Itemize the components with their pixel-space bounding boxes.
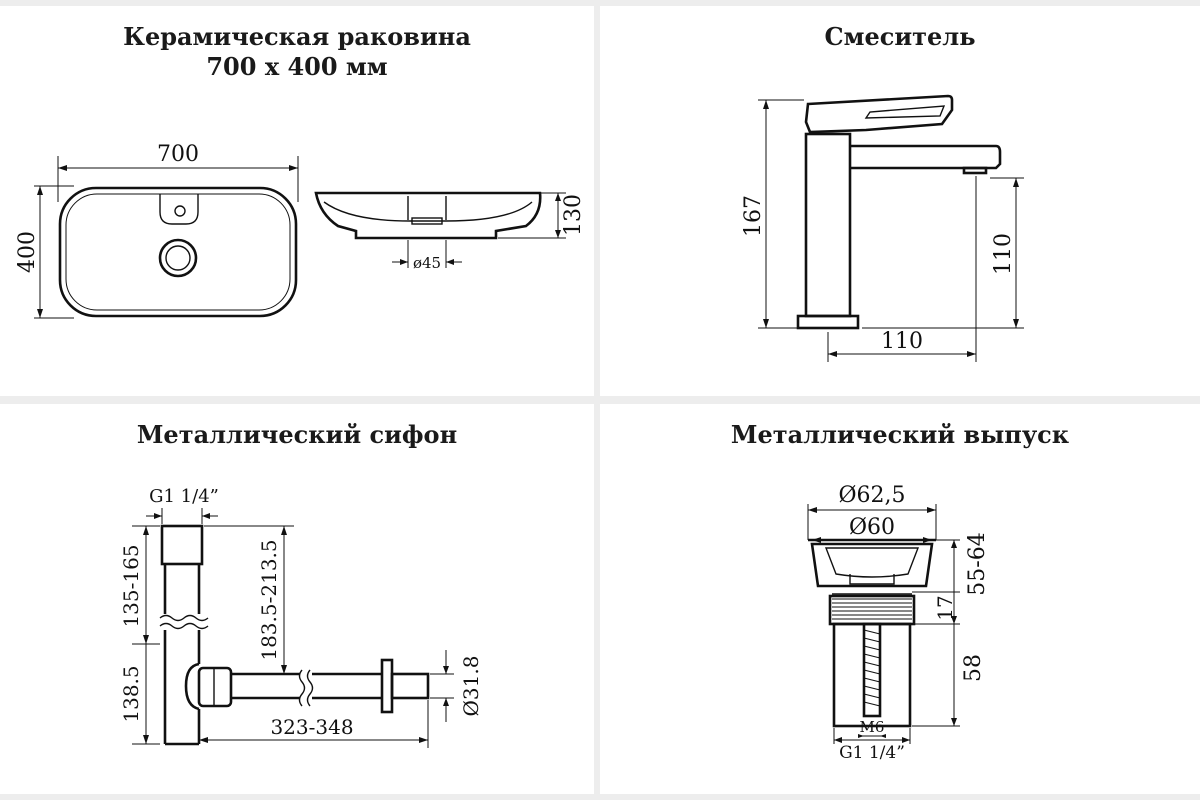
sink-height-label: 400 [15, 231, 40, 273]
siphon-length-dimension: 323-348 [199, 700, 429, 748]
drain-body [808, 538, 936, 728]
drain-top-dimension: 17 [912, 591, 960, 625]
mixer-panel: Смеситель 167 [600, 6, 1200, 396]
siphon-upper-dimension: 135-165 [119, 525, 160, 645]
drain-panel: Металлический выпуск Ø62,5 Ø60 [600, 404, 1200, 794]
sink-side-view [314, 191, 542, 240]
drain-inner-label: Ø60 [849, 515, 895, 540]
mixer-body [796, 94, 1002, 330]
sink-depth-label: 130 [561, 194, 586, 236]
sink-width-dimension: 700 [57, 142, 299, 202]
siphon-panel: Металлический сифон G1 1/4” [0, 404, 594, 794]
siphon-vertical-dimension: 183.5-213.5 [204, 525, 294, 674]
drain-bottom-label: 58 [961, 654, 986, 682]
drain-thread-label: G1 1/4” [839, 743, 905, 763]
sink-top-view [58, 186, 298, 318]
siphon-pipe-dimension: Ø31.8 [430, 650, 483, 722]
siphon-vertical-pipe [159, 524, 209, 746]
mixer-reach-dimension: 110 [827, 176, 977, 362]
drain-range-dimension: 55-64 [936, 532, 990, 624]
mixer-spout-height-label: 110 [991, 233, 1016, 275]
sink-depth-dimension: 130 [498, 192, 586, 239]
mixer-height-dimension: 167 [741, 99, 804, 329]
drain-thread-dimension: G1 1/4” [833, 728, 911, 763]
drain-range-label: 55-64 [965, 532, 990, 595]
drain-title: Металлический выпуск [730, 420, 1070, 449]
sink-title-line2: 700 х 400 мм [206, 52, 388, 81]
siphon-vertical-label: 183.5-213.5 [257, 539, 281, 660]
drain-bolt-label: M6 [860, 718, 885, 736]
siphon-thread-dimension: G1 1/4” [146, 486, 219, 524]
sink-drain-dimension: ø45 [392, 240, 462, 272]
mixer-height-label: 167 [741, 195, 766, 237]
drain-bottom-dimension: 58 [912, 624, 986, 727]
drain-outer-dimension: Ø62,5 [807, 483, 937, 540]
sink-drawing: 700 400 [15, 142, 586, 319]
siphon-horizontal-pipe [184, 658, 430, 714]
sink-height-dimension: 400 [15, 185, 74, 319]
mixer-spout-height-dimension: 110 [862, 177, 1024, 329]
siphon-drawing: G1 1/4” [119, 486, 483, 748]
siphon-lower-label: 138.5 [119, 665, 143, 722]
drain-bolt-dimension: M6 [858, 718, 886, 738]
siphon-lower-dimension: 138.5 [119, 644, 160, 745]
mixer-title: Смеситель [824, 22, 976, 51]
mixer-drawing: 167 110 110 [741, 94, 1024, 362]
mixer-reach-label: 110 [881, 329, 923, 354]
siphon-length-label: 323-348 [270, 715, 353, 739]
drain-drawing: Ø62,5 Ø60 [807, 483, 990, 763]
sink-panel: Керамическая раковина 700 х 400 мм 700 4… [0, 6, 594, 396]
sink-title: Керамическая раковина 700 х 400 мм [0, 22, 594, 82]
siphon-pipe-label: Ø31.8 [459, 656, 483, 717]
siphon-title: Металлический сифон [136, 420, 458, 449]
drain-top-label: 17 [933, 595, 957, 620]
sink-width-label: 700 [157, 142, 199, 167]
siphon-upper-label: 135-165 [119, 544, 143, 627]
sink-drain-label: ø45 [413, 254, 441, 272]
drain-threaded-neck [828, 594, 916, 626]
sink-title-line1: Керамическая раковина [123, 22, 471, 51]
drain-outer-label: Ø62,5 [838, 483, 905, 508]
siphon-thread-label: G1 1/4” [149, 486, 219, 507]
